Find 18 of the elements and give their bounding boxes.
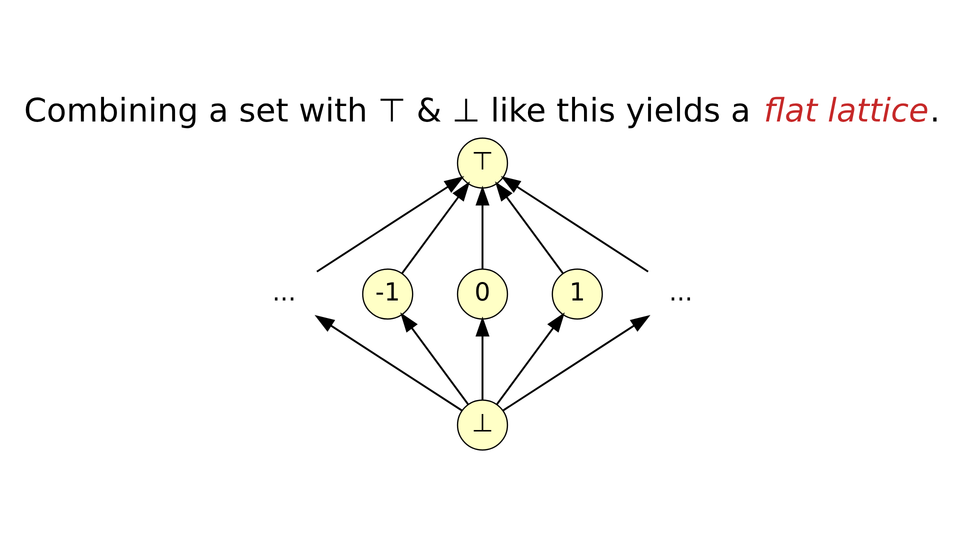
arrow	[496, 312, 564, 404]
arrow	[475, 185, 489, 268]
node-circle: ⊥	[456, 398, 508, 450]
node-circle: 0	[456, 268, 508, 320]
node-circle: -1	[362, 268, 413, 320]
node-text: ...	[668, 276, 692, 306]
arrow	[500, 176, 648, 272]
arrow	[400, 312, 468, 404]
arrow	[502, 314, 650, 411]
arrow	[400, 180, 470, 274]
node-circle: 1	[551, 268, 602, 320]
diagram-title: Combining a set with ⊤ & ⊥ like this yields a flat lattice.	[24, 91, 940, 130]
arrow	[494, 180, 564, 274]
node-text: ...	[272, 276, 296, 306]
arrow	[316, 176, 464, 272]
arrow	[314, 314, 462, 411]
node-circle: ⊤	[456, 137, 508, 188]
arrow	[475, 316, 489, 400]
